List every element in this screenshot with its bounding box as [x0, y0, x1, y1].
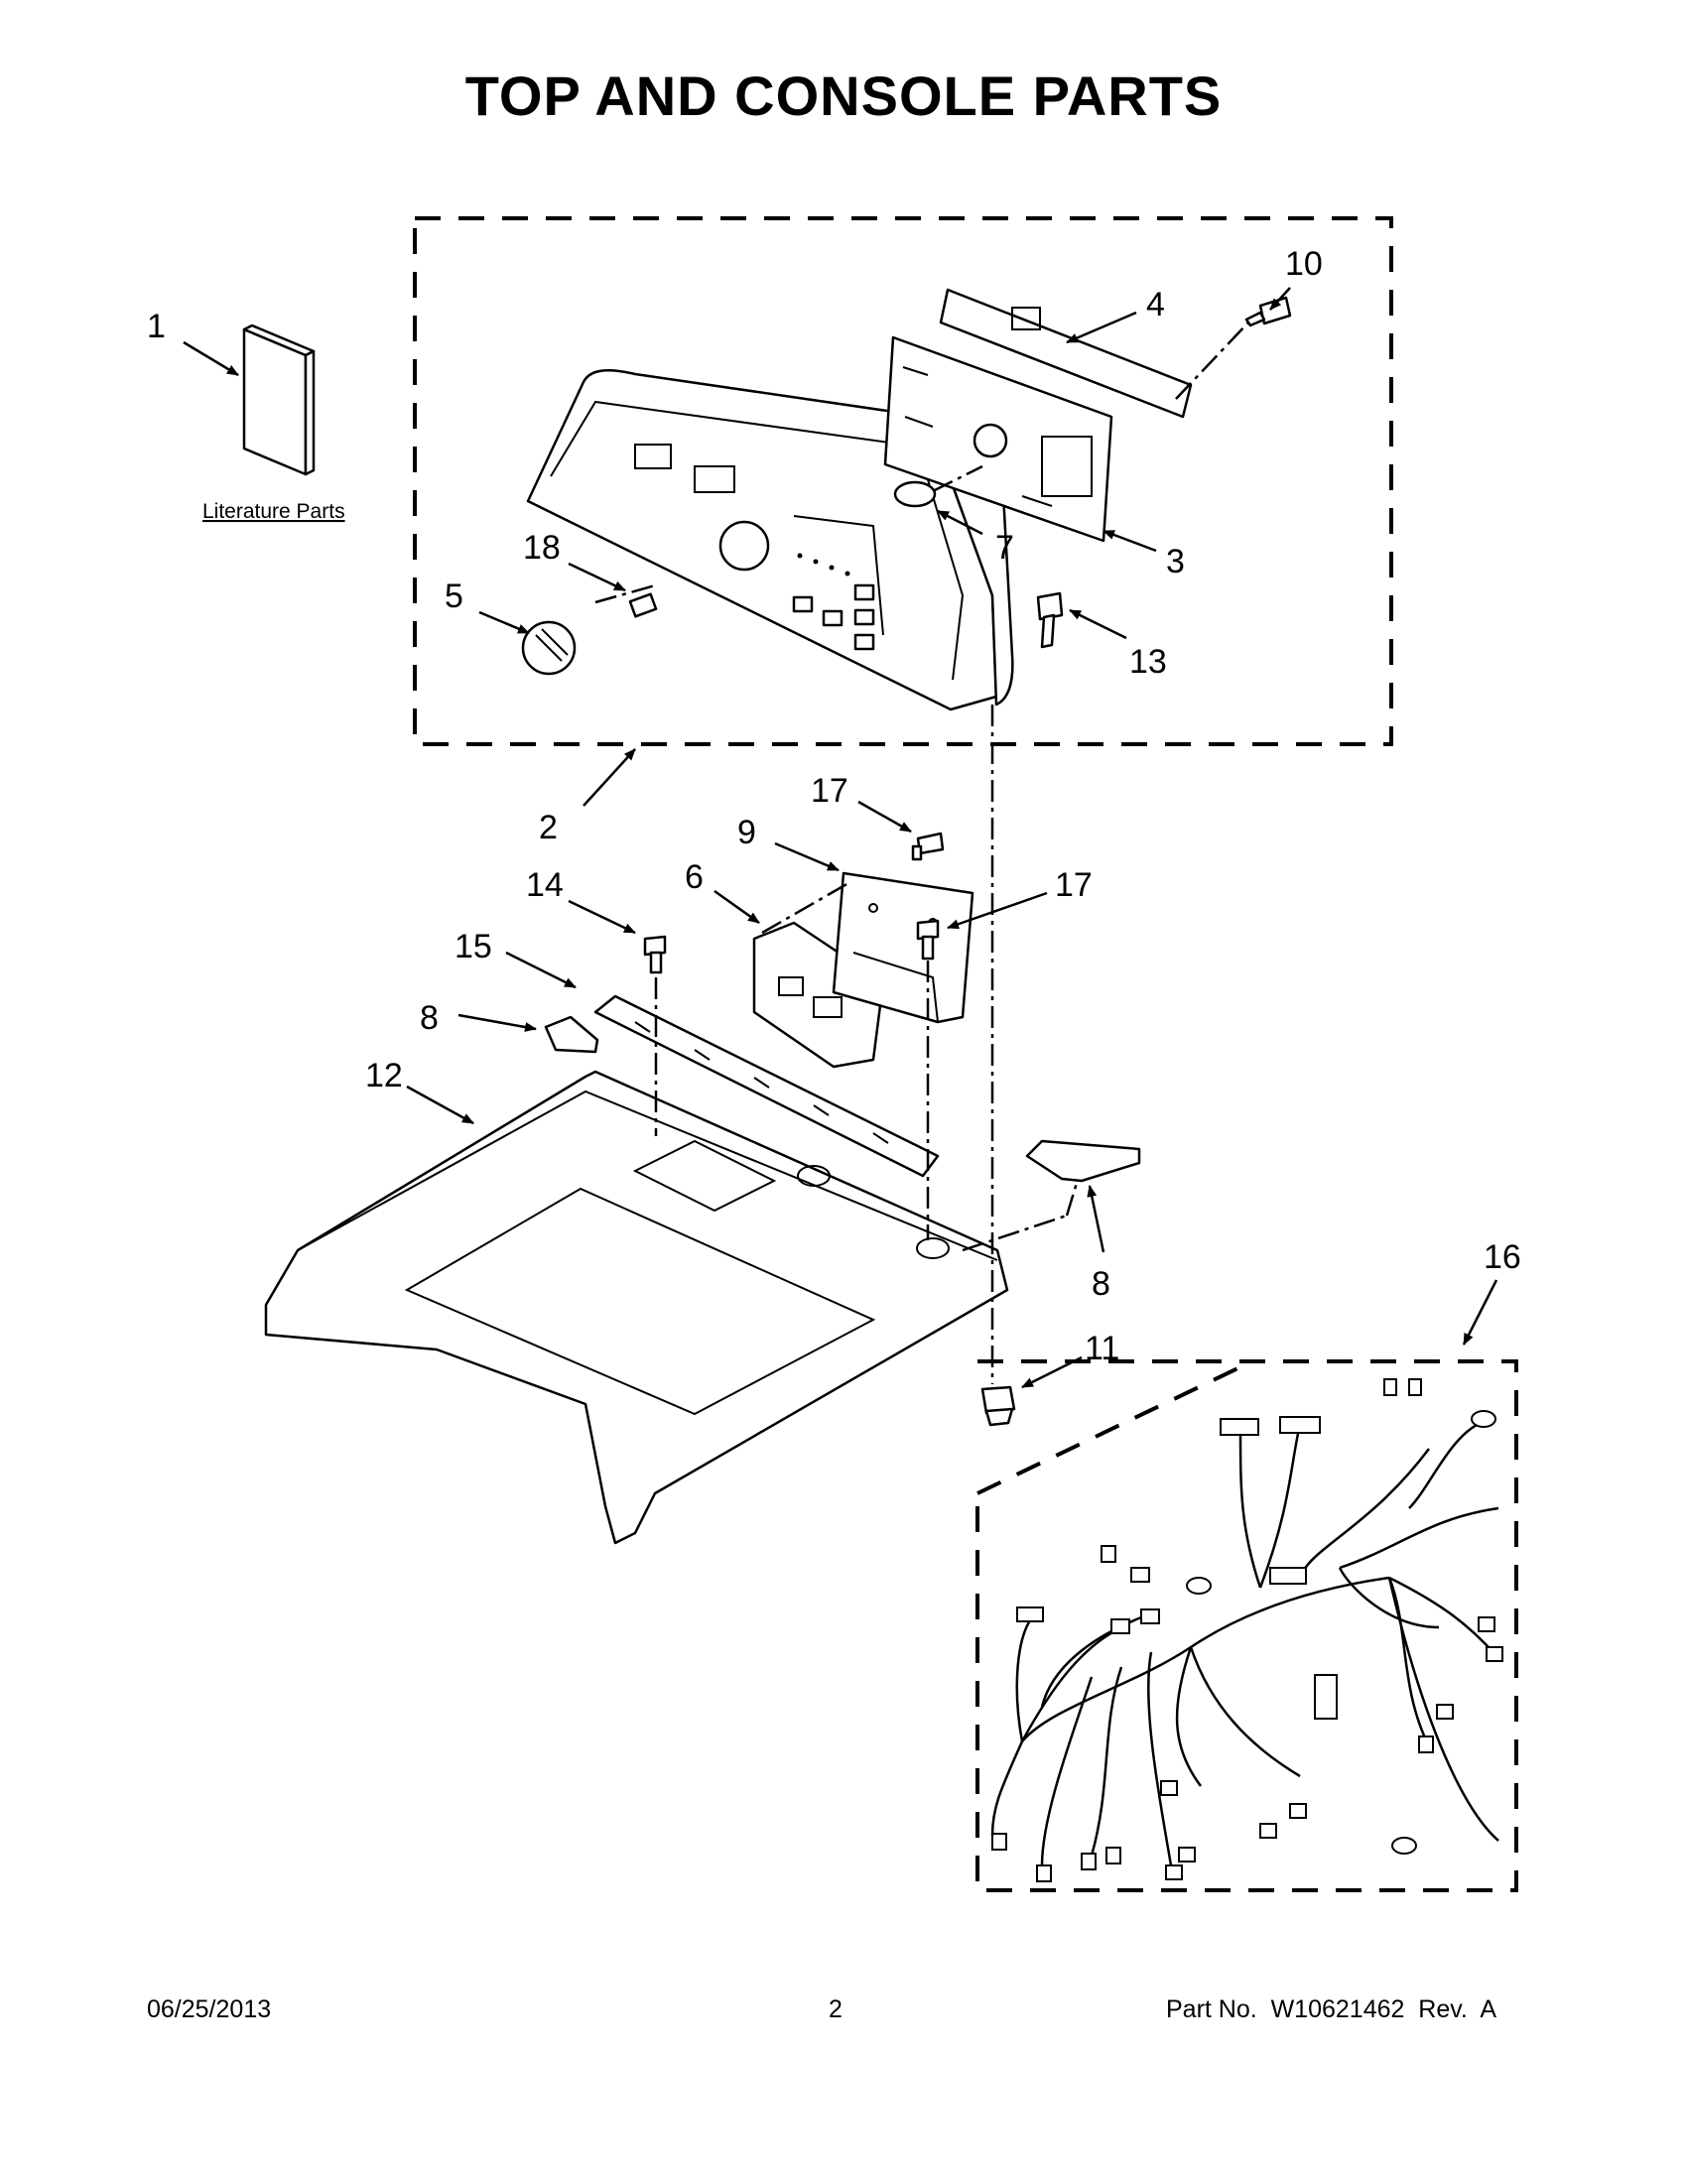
callout-arrow-15: [505, 951, 577, 989]
callout-arrow-6: [714, 889, 760, 925]
callout-5: 5: [445, 578, 463, 615]
top-panel: [264, 1070, 1009, 1545]
callout-1: 1: [147, 308, 166, 345]
foam-pad-left: [544, 1015, 599, 1054]
callout-arrow-16: [1462, 1279, 1498, 1346]
callout-12: 12: [365, 1057, 403, 1094]
callout-arrow-8b: [1087, 1185, 1105, 1253]
screw-14: [643, 935, 667, 974]
literature-booklet: [242, 323, 316, 476]
callout-15: 15: [454, 928, 492, 965]
screw-17-lower: [916, 919, 940, 961]
alignment-line-8: [1065, 1182, 1079, 1217]
console-assembly-box: [413, 216, 1393, 746]
knob-insert: [628, 592, 658, 618]
callout-arrow-9: [774, 841, 840, 872]
callout-arrow-14: [568, 899, 636, 935]
alignment-line-10: [1175, 321, 1249, 400]
page-title: TOP AND CONSOLE PARTS: [464, 64, 1223, 127]
wire-harness: [990, 1378, 1503, 1882]
callout-arrow-1: [183, 340, 239, 377]
callout-11: 11: [1085, 1330, 1119, 1367]
console-brace: [593, 994, 940, 1178]
main-control-board: [752, 921, 885, 1069]
alignment-line-18: [594, 583, 656, 604]
callout-8b: 8: [1092, 1265, 1110, 1303]
callout-arrow-18: [568, 562, 626, 592]
callout-arrow-3: [1103, 529, 1157, 553]
callout-arrow-5: [478, 610, 530, 635]
alignment-line-6: [761, 881, 849, 935]
callout-13: 13: [1129, 643, 1167, 681]
wire-harness-box: [975, 1359, 1518, 1892]
callout-4: 4: [1146, 286, 1165, 323]
callout-14: 14: [526, 866, 564, 904]
callout-2: 2: [539, 809, 558, 846]
callout-arrow-4: [1066, 311, 1137, 344]
callout-3: 3: [1166, 543, 1185, 580]
user-interface-board: [883, 335, 1113, 543]
callout-arrow-12: [406, 1085, 474, 1125]
footer-part-number: Part No. W10621462 Rev. A: [1166, 1995, 1497, 2023]
footer-date: 06/25/2013: [147, 1995, 272, 2023]
callout-arrow-7: [937, 509, 983, 536]
callout-arrow-8a: [457, 1013, 537, 1032]
callout-arrow-10: [1269, 287, 1291, 311]
callout-17a: 17: [811, 772, 848, 810]
screw-13: [1036, 591, 1064, 649]
callout-18: 18: [523, 529, 561, 567]
callout-10: 10: [1285, 245, 1323, 283]
alignment-line-7: [932, 464, 983, 493]
console-back-panel: [939, 288, 1193, 419]
callout-16: 16: [1484, 1238, 1521, 1276]
foam-pad-right: [1025, 1139, 1141, 1183]
callout-7: 7: [995, 529, 1014, 567]
knob-washer: [893, 480, 937, 508]
callout-arrow-2: [583, 748, 636, 807]
wire-harness-box-diagonal: [976, 1359, 1253, 1495]
callout-arrow-11: [1021, 1355, 1083, 1389]
callout-arrow-17b: [947, 891, 1048, 930]
literature-parts-label: Literature Parts: [202, 500, 345, 523]
callout-arrow-13: [1069, 608, 1127, 640]
footer-page-number: 2: [829, 1995, 843, 2023]
knob: [521, 620, 577, 676]
leveling-foot: [980, 1385, 1016, 1427]
alignment-line-8b: [962, 1214, 1068, 1252]
screw-17-upper: [911, 832, 945, 861]
callout-17b: 17: [1055, 866, 1093, 904]
screw-10: [1244, 296, 1292, 327]
callout-8a: 8: [420, 999, 439, 1037]
callout-9: 9: [737, 814, 756, 851]
callout-arrow-17a: [857, 800, 912, 834]
callout-6: 6: [685, 858, 704, 896]
